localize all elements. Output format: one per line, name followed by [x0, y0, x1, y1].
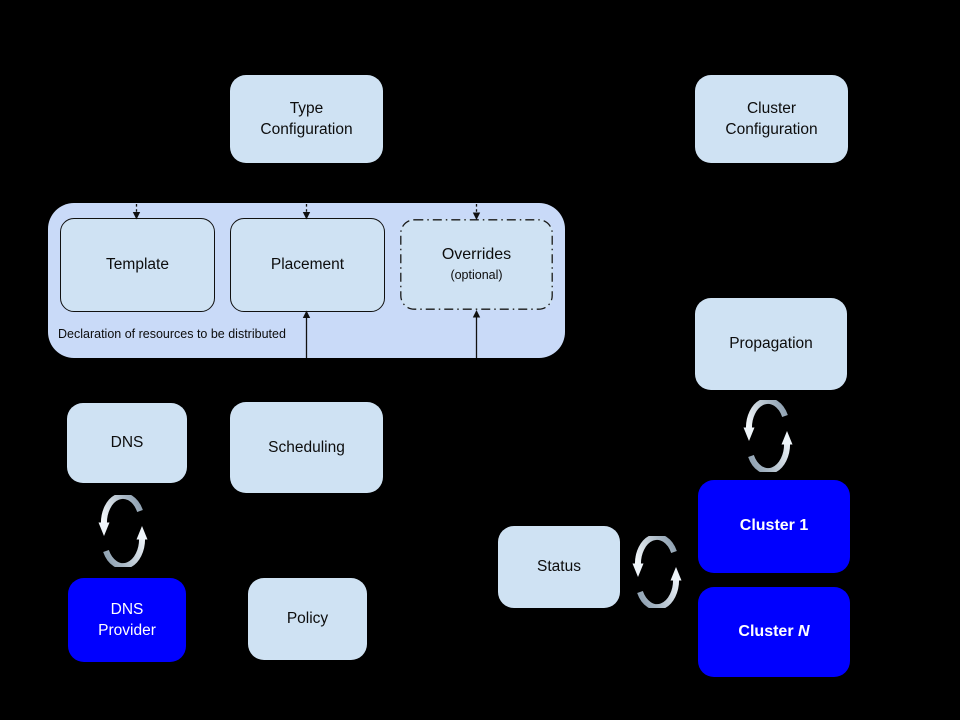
node-dns-label: DNS	[110, 434, 144, 452]
node-scheduling: Scheduling	[230, 402, 383, 493]
node-template: Template	[60, 218, 215, 312]
node-type-configuration: Type Configuration	[230, 75, 383, 163]
node-placement: Placement	[230, 218, 385, 312]
node-propagation: Propagation	[695, 298, 847, 390]
sync-icon-status-cluster	[631, 536, 683, 608]
node-dns-provider: DNS Provider	[68, 578, 186, 662]
node-status-label: Status	[537, 558, 581, 576]
node-type-configuration-label: Type Configuration	[260, 99, 353, 138]
node-cluster-configuration: Cluster Configuration	[695, 75, 848, 163]
node-policy-label: Policy	[286, 610, 329, 628]
node-overrides-sublabel: (optional)	[450, 268, 503, 283]
sync-icon-dns-provider	[97, 495, 149, 567]
cluster-n-suffix: N	[798, 622, 810, 640]
node-cluster-n-label: Cluster N	[738, 621, 809, 643]
declaration-caption: Declaration of resources to be distribut…	[58, 327, 286, 341]
node-scheduling-label: Scheduling	[268, 438, 345, 456]
node-overrides: Overrides (optional)	[400, 219, 553, 310]
sync-icon-propagation-cluster	[742, 400, 794, 472]
node-propagation-label: Propagation	[729, 335, 813, 353]
cluster-n-prefix: Cluster	[738, 622, 798, 640]
node-dns: DNS	[67, 403, 187, 483]
node-cluster-n: Cluster N	[698, 587, 850, 677]
group-declaration: Template Placement Overrides (optional) …	[48, 203, 565, 358]
node-status: Status	[498, 526, 620, 608]
node-cluster-1-label: Cluster 1	[739, 517, 809, 535]
node-dns-provider-label: DNS Provider	[98, 600, 156, 639]
node-policy: Policy	[248, 578, 367, 660]
node-placement-label: Placement	[270, 256, 345, 274]
node-cluster-configuration-label: Cluster Configuration	[725, 99, 818, 138]
node-overrides-label: Overrides	[441, 246, 512, 264]
node-template-label: Template	[106, 256, 169, 274]
node-cluster-1: Cluster 1	[698, 480, 850, 573]
